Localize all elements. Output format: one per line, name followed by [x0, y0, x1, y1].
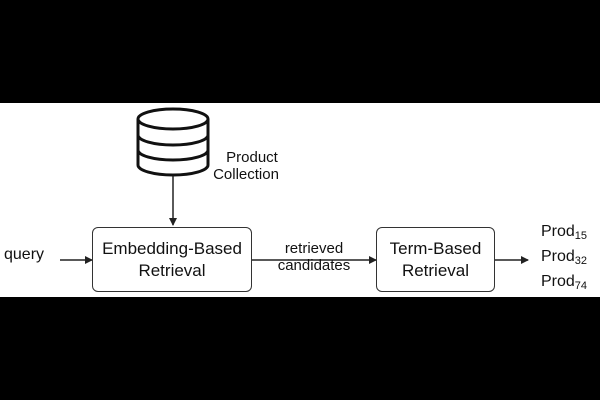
embedding-box-line1: Embedding-Based [102, 239, 242, 259]
output-item: Prod15 [541, 223, 587, 242]
database-icon [136, 107, 210, 177]
output-item-sub: 15 [574, 230, 588, 242]
diagram-canvas: Product Collection query Embedding-Based… [0, 103, 600, 297]
db-label-line1: Product [226, 149, 278, 166]
term-retrieval-box: Term-Based Retrieval [376, 227, 495, 292]
output-item-name: Prod [541, 273, 575, 290]
query-label: query [4, 246, 45, 263]
embedding-box-line2: Retrieval [138, 260, 206, 280]
output-item-sub: 32 [574, 255, 588, 267]
output-item-sub: 74 [574, 280, 588, 292]
db-label-line2: Collection [213, 166, 279, 184]
diagram-connectors [60, 107, 529, 264]
edge-label: retrieved candidates [258, 240, 370, 275]
output-item: Prod32 [541, 248, 587, 267]
output-item-name: Prod [541, 248, 575, 265]
term-box-line2: Retrieval [401, 260, 470, 280]
embedding-retrieval-box: Embedding-Based Retrieval [92, 227, 252, 292]
edge-label-line1: retrieved [284, 240, 344, 257]
edge-label-line2: candidates [277, 257, 351, 275]
output-item-name: Prod [541, 223, 575, 240]
db-label: Product Collection [206, 149, 286, 184]
output-item: Prod74 [541, 273, 587, 292]
term-box-line1: Term-Based [389, 239, 482, 259]
